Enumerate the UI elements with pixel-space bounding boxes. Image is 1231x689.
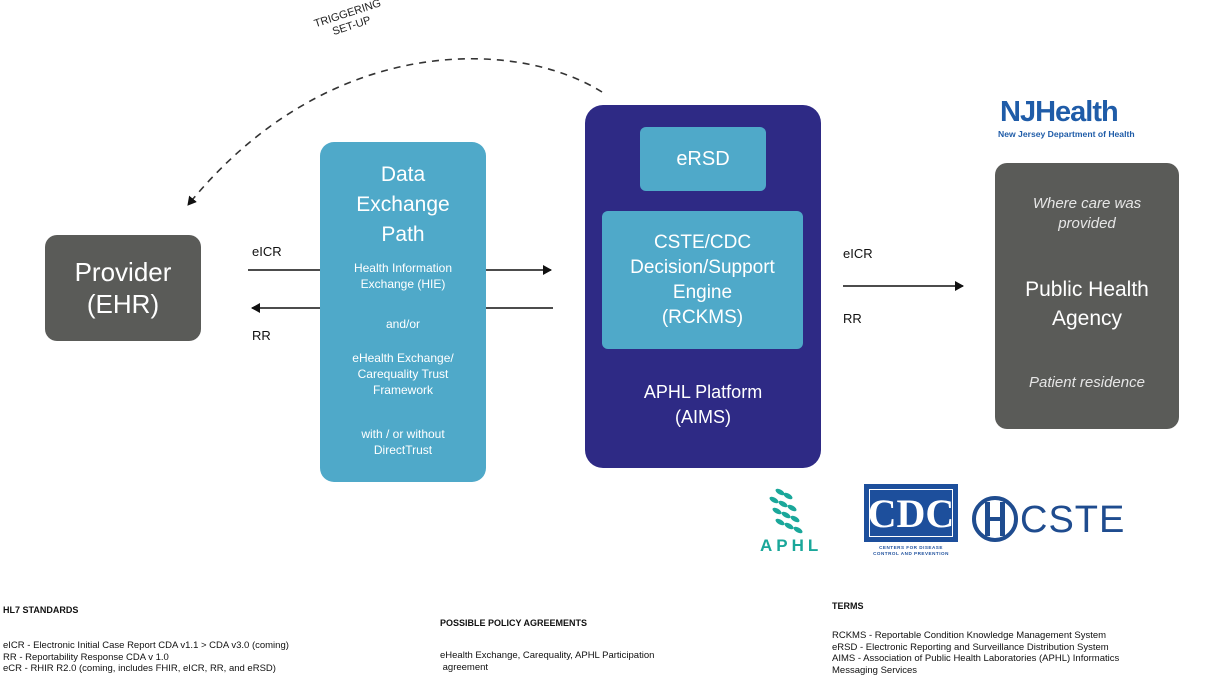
aphl-logo: APHL [758,484,852,556]
cste-logo-mark [972,496,1018,542]
decision-engine-box: CSTE/CDC Decision/Support Engine (RCKMS) [602,211,803,349]
ersd-box: eRSD [640,127,766,191]
nj-health-wordmark: NJHealth [1000,96,1119,129]
provider-box: Provider (EHR) [45,235,201,341]
public-health-agency-box: Where care was provided Public Health Ag… [995,163,1179,429]
nj-subtitle: New Jersey Department of Health [998,129,1135,139]
nj-health-logo: NJHealth New Jersey Department of Health [996,96,1174,144]
pha-title: Public Health Agency [995,275,1179,333]
cdc-logo-text: CDC [867,491,955,536]
where-care-line: Where care was [1032,195,1142,212]
policy-item: eHealth Exchange, Carequality, APHL Part… [440,650,655,661]
provider-line1: Provider [74,257,172,287]
data-exchange-path-box: Data Exchange Path Health Information Ex… [320,142,486,482]
aims-line: APHL Platform [643,382,763,402]
ehealth-text: eHealth Exchange/ Carequality Trust Fram… [324,350,482,398]
dep-title-line: Exchange [356,193,450,216]
eicr-label-right: eICR [843,246,873,261]
cdc-logo-box: CDC [864,484,958,542]
provider-line2: (EHR) [86,289,160,319]
andor-text: and/or [385,317,421,331]
hl7-item: eCR - RHIR R2.0 (coming, includes FHIR, … [3,663,276,674]
engine-line: (RCKMS) [661,307,744,328]
aims-label: APHL Platform (AIMS) [585,380,821,430]
engine-line: Decision/Support [630,257,775,278]
terms-list: RCKMS - Reportable Condition Knowledge M… [832,630,1119,676]
aphl-platform-box: eRSD CSTE/CDC Decision/Support Engine (R… [585,105,821,468]
terms-item: AIMS - Association of Public Health Labo… [832,653,1120,664]
cdc-sub-line2: CONTROL AND PREVENTION [873,551,949,556]
hl7-item: eICR - Electronic Initial Case Report CD… [3,640,289,651]
direct-line: DirectTrust [373,443,433,457]
pha-title-line: Agency [1051,307,1123,330]
cdc-logo-inner [869,489,953,537]
policy-item: agreement [440,661,489,673]
aphl-logo-text: APHL [760,536,823,555]
hie-line: Health Information [353,261,453,275]
cdc-logo: CDC CENTERS FOR DISEASE CONTROL AND PREV… [864,484,958,558]
eicr-label-left: eICR [252,244,282,259]
rr-label-left: RR [252,328,271,343]
pha-title-line: Public Health [1025,278,1149,301]
where-care-line: provided [1058,215,1116,232]
cste-logo-text: CSTE [1020,499,1126,541]
terms-item: eRSD - Electronic Reporting and Surveill… [832,641,1109,653]
triggering-curve [187,58,603,206]
aphl-logo-mark [769,488,803,534]
hl7-item: RR - Reportability Response CDA v 1.0 [3,651,169,663]
ehealth-line: eHealth Exchange/ [352,351,454,365]
ehealth-line: Carequality Trust [357,367,449,381]
dep-title-line: Path [381,223,425,246]
data-exchange-title: Data Exchange Path [320,160,486,250]
direct-text: with / or without DirectTrust [324,426,482,458]
policy-heading: POSSIBLE POLICY AGREEMENTS [440,618,588,628]
engine-line: Engine [672,282,733,303]
health-letters: Health [1035,96,1119,128]
policy-list: eHealth Exchange, Carequality, APHL Part… [440,650,654,673]
terms-item: Messaging Services [832,664,918,676]
nj-letters: NJ [1000,96,1036,128]
engine-line: CSTE/CDC [653,232,752,253]
cste-logo: CSTE [970,494,1124,546]
ehealth-line: Framework [372,383,433,397]
dep-title-line: Data [380,163,426,186]
where-care-text: Where care was provided [995,194,1179,234]
cdc-sub-line1: CENTERS FOR DISEASE [879,545,943,550]
rr-label-right: RR [843,311,862,326]
terms-heading: TERMS [832,601,864,611]
hie-text: Health Information Exchange (HIE) [324,260,482,292]
direct-line: with / or without [361,427,445,441]
aims-line: (AIMS) [675,407,731,427]
hl7-heading: HL7 STANDARDS [3,605,79,615]
patient-residence-text: Patient residence [1029,374,1145,391]
hie-line: Exchange (HIE) [360,277,446,291]
hl7-list: eICR - Electronic Initial Case Report CD… [3,640,289,675]
terms-item: RCKMS - Reportable Condition Knowledge M… [832,630,1107,641]
